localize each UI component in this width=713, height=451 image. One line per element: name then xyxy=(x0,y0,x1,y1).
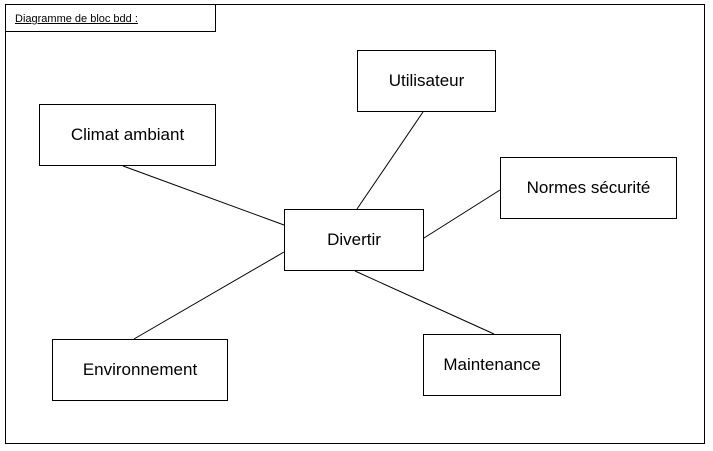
block-climat-ambiant: Climat ambiant xyxy=(39,104,216,166)
link-divertir-utilisateur xyxy=(356,111,424,210)
link-divertir-climat xyxy=(122,165,285,226)
link-divertir-normes xyxy=(423,189,501,239)
block-divertir: Divertir xyxy=(284,209,424,271)
block-utilisateur: Utilisateur xyxy=(357,50,496,112)
block-normes-securite: Normes sécurité xyxy=(500,157,677,219)
block-environnement: Environnement xyxy=(52,339,228,401)
link-divertir-maintenance xyxy=(354,270,495,335)
block-maintenance: Maintenance xyxy=(423,334,561,396)
link-divertir-environnement xyxy=(133,251,285,340)
diagram-title: Diagramme de bloc bdd : xyxy=(5,4,216,32)
